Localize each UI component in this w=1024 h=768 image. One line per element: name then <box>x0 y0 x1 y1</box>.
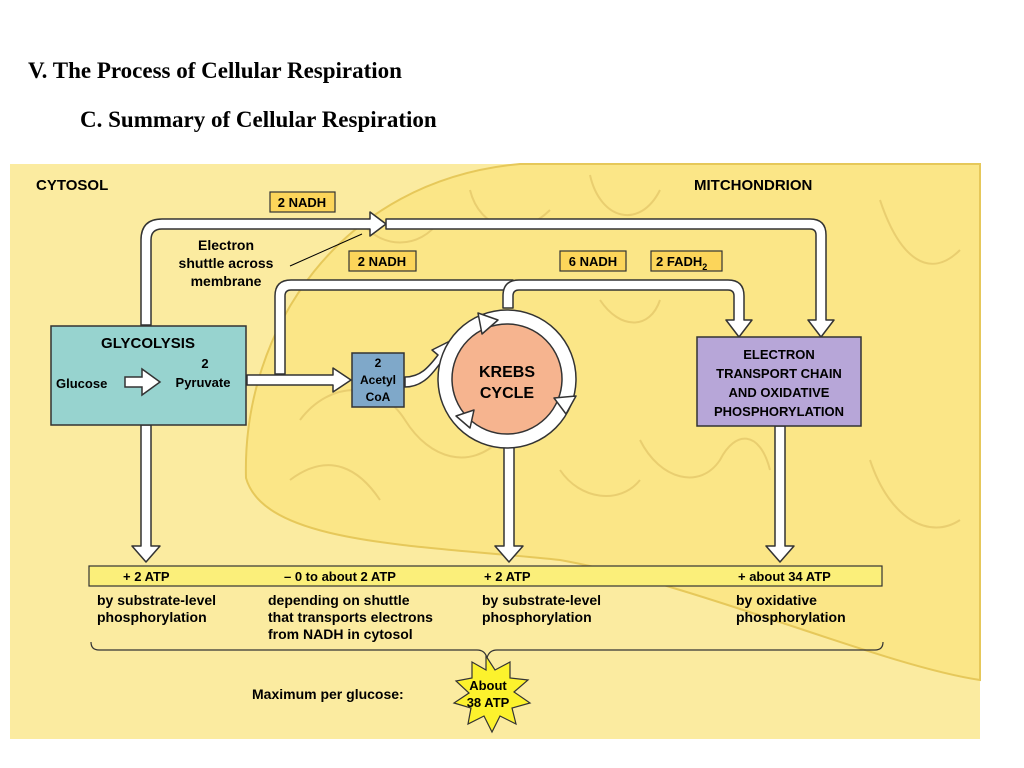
acetyl-coa-line-2: Acetyl <box>360 373 396 387</box>
acetyl-coa-line-1: 2 <box>375 356 382 370</box>
starburst-line-2: 38 ATP <box>467 695 510 710</box>
atp-desc-krebs-2: phosphorylation <box>482 609 592 625</box>
slide-title: V. The Process of Cellular Respiration <box>28 58 402 83</box>
mitochondrion-outer-membrane <box>244 163 981 682</box>
etc-atp-arrow <box>765 425 795 563</box>
etc-line-4: PHOSPHORYLATION <box>714 404 844 419</box>
krebs-fadh-tag <box>650 250 723 272</box>
atp-starburst <box>452 653 532 734</box>
atp-amount-glycolysis: + 2 ATP <box>123 569 170 584</box>
atp-desc-shuttle-3: from NADH in cytosol <box>268 626 413 642</box>
pyruvate-nadh-text: 2 NADH <box>358 254 406 269</box>
krebs-nadh-text: 6 NADH <box>569 254 617 269</box>
fadh-label: 2 FADH <box>656 254 702 269</box>
shuttle-nadh-tag <box>269 191 336 213</box>
maximum-label: Maximum per glucose: <box>252 686 404 702</box>
shuttle-label-line-2: shuttle across <box>179 255 274 271</box>
glycolysis-atp-arrow <box>131 424 161 563</box>
glucose-to-pyruvate-arrow <box>124 367 162 397</box>
atp-desc-krebs-1: by substrate-level <box>482 592 601 608</box>
glycolysis-title: GLYCOLYSIS <box>101 335 195 352</box>
krebs-nadh-path <box>502 279 753 338</box>
krebs-line-1: KREBS <box>479 364 535 381</box>
atp-desc-oxidative-1: by oxidative <box>736 592 817 608</box>
cytosol-label: CYTOSOL <box>36 177 108 194</box>
pyruvate-to-acetyl-arrow <box>246 367 352 393</box>
pyruvate-label: Pyruvate <box>176 375 231 390</box>
slide-subtitle: C. Summary of Cellular Respiration <box>80 107 437 132</box>
krebs-fadh-text: 2 FADH2 <box>656 254 707 272</box>
acetyl-coa-line-3: CoA <box>366 390 391 404</box>
shuttle-label-line-1: Electron <box>198 237 254 253</box>
shuttle-nadh-arrow <box>140 211 387 326</box>
mitochondrion-label: MITCHONDRION <box>694 177 812 194</box>
atp-amount-shuttle: – 0 to about 2 ATP <box>284 569 396 584</box>
etc-line-2: TRANSPORT CHAIN <box>716 366 842 381</box>
atp-amount-oxidative: + about 34 ATP <box>738 569 831 584</box>
atp-desc-shuttle-2: that transports electrons <box>268 609 433 625</box>
etc-box <box>696 336 862 427</box>
glucose-label: Glucose <box>56 376 107 391</box>
fadh-subscript: 2 <box>702 262 707 272</box>
top-nadh-path <box>385 218 835 338</box>
krebs-line-2: CYCLE <box>480 385 535 402</box>
etc-line-1: ELECTRON <box>743 347 815 362</box>
starburst-line-1: About <box>469 678 507 693</box>
atp-desc-glycolysis-2: phosphorylation <box>97 609 207 625</box>
krebs-atp-arrow <box>494 446 524 563</box>
atp-amount-krebs: + 2 ATP <box>484 569 531 584</box>
krebs-cycle-arrowheads <box>455 312 577 429</box>
atp-desc-glycolysis-1: by substrate-level <box>97 592 216 608</box>
flow-arrows <box>131 211 835 563</box>
pyruvate-nadh-tag <box>348 250 417 272</box>
pyruvate-count: 2 <box>201 356 208 371</box>
atp-desc-oxidative-2: phosphorylation <box>736 609 846 625</box>
atp-yield-bar <box>88 565 883 587</box>
shuttle-nadh-text: 2 NADH <box>278 195 326 210</box>
etc-line-3: AND OXIDATIVE <box>729 385 830 400</box>
shuttle-label-line-3: membrane <box>191 273 262 289</box>
krebs-cycle-core <box>451 323 563 435</box>
shuttle-pointer-line <box>289 233 363 267</box>
krebs-nadh-tag <box>559 250 627 272</box>
acetyl-coa-box <box>351 352 405 408</box>
atp-desc-shuttle-1: depending on shuttle <box>268 592 410 608</box>
